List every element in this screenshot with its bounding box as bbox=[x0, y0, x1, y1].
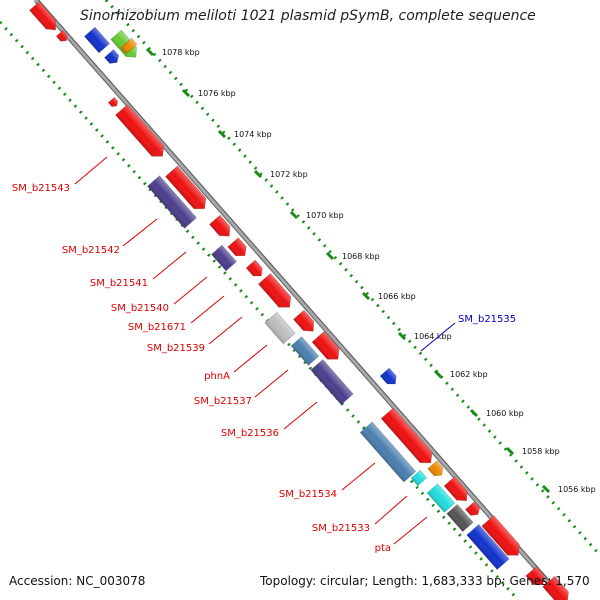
gene-arrow bbox=[542, 575, 569, 600]
gene-features bbox=[29, 1, 569, 600]
accession-text: Accession: NC_003078 bbox=[9, 574, 146, 588]
gene-arrow bbox=[55, 29, 68, 42]
kbp-tick-label: 1078 kbp bbox=[162, 48, 200, 57]
scale-tick bbox=[181, 88, 191, 98]
scale-tick bbox=[505, 446, 515, 456]
gene-arrow bbox=[443, 476, 468, 502]
leader-line bbox=[190, 295, 225, 324]
gene-arrow bbox=[264, 311, 296, 345]
gene-label[interactable]: SM_b21542 bbox=[62, 245, 120, 256]
gene-arrow bbox=[379, 367, 397, 385]
topology-text: Topology: circular; Length: 1,683,333 bp… bbox=[260, 574, 590, 588]
scale-tick bbox=[253, 169, 263, 179]
gene-arrow bbox=[410, 469, 428, 487]
scale-tick bbox=[145, 47, 155, 57]
gene-label[interactable]: SM_b21533 bbox=[312, 523, 370, 534]
gene-arrow bbox=[446, 503, 474, 533]
kbp-tick-label: 1066 kbp bbox=[378, 292, 416, 301]
leader-line bbox=[393, 516, 428, 545]
leader-line bbox=[341, 462, 376, 491]
leader-line bbox=[74, 156, 108, 185]
leader-line bbox=[374, 495, 408, 525]
gene-label[interactable]: SM_b21543 bbox=[12, 183, 70, 194]
kbp-tick-label: 1072 kbp bbox=[270, 170, 308, 179]
leader-line bbox=[152, 251, 187, 280]
gene-arrow bbox=[427, 460, 444, 477]
gene-label[interactable]: SM_b21539 bbox=[147, 343, 205, 354]
scale-ticks bbox=[145, 47, 551, 494]
gene-arrow bbox=[380, 407, 433, 464]
faded-tick-label: 1080 kbp bbox=[122, 7, 160, 16]
kbp-tick-label: 1062 kbp bbox=[450, 370, 488, 379]
leader-line bbox=[208, 316, 243, 345]
gene-arrow bbox=[84, 26, 110, 54]
gene-arrow bbox=[525, 566, 545, 586]
scale-tick-labels: 1078 kbp 1076 kbp 1074 kbp 1072 kbp 1070 kbp… bbox=[162, 48, 596, 494]
gene-arrow bbox=[115, 104, 165, 157]
scale-tick bbox=[433, 369, 443, 379]
gene-arrow bbox=[293, 309, 315, 332]
gene-arrow bbox=[211, 244, 237, 272]
kbp-tick-label: 1056 kbp bbox=[558, 485, 596, 494]
gene-arrow bbox=[120, 37, 138, 55]
kbp-tick-label: 1076 kbp bbox=[198, 89, 236, 98]
gene-arrow bbox=[29, 1, 57, 31]
inner-scale-line bbox=[0, 20, 520, 600]
scale-tick bbox=[397, 331, 407, 341]
scale-tick bbox=[361, 291, 371, 301]
gene-arrow bbox=[426, 483, 456, 513]
gene-arrow bbox=[481, 515, 520, 556]
kbp-tick-label: 1068 kbp bbox=[342, 252, 380, 261]
gene-label[interactable]: SM_b21534 bbox=[279, 489, 337, 500]
gene-arrow bbox=[359, 421, 417, 483]
scale-tick bbox=[325, 251, 335, 261]
gene-arrow bbox=[107, 96, 119, 107]
gene-arrow bbox=[147, 175, 197, 229]
gene-label[interactable]: SM_b21540 bbox=[111, 303, 169, 314]
gene-label[interactable]: phnA bbox=[204, 371, 230, 382]
kbp-tick-label: 1074 kbp bbox=[234, 130, 272, 139]
gene-arrow bbox=[290, 336, 320, 366]
leader-line bbox=[283, 401, 318, 430]
gene-arrow bbox=[165, 165, 207, 210]
gene-label[interactable]: pta bbox=[375, 543, 391, 554]
scale-tick bbox=[469, 408, 479, 418]
leader-line bbox=[254, 369, 289, 398]
gene-arrow bbox=[245, 259, 263, 277]
gene-arrow bbox=[310, 359, 354, 405]
leader-line bbox=[233, 344, 268, 373]
gene-arrow bbox=[465, 501, 481, 516]
gene-label[interactable]: SM_b21541 bbox=[90, 278, 148, 289]
gene-arrow bbox=[311, 331, 340, 360]
gene-label[interactable]: SM_b21537 bbox=[194, 396, 252, 407]
label-leader-lines bbox=[74, 156, 456, 545]
kbp-tick-label: 1060 kbp bbox=[486, 409, 524, 418]
gene-arrow bbox=[227, 237, 247, 257]
gene-label[interactable]: SM_b21535 bbox=[458, 314, 516, 325]
gene-arrow bbox=[466, 524, 510, 570]
kbp-tick-label: 1058 kbp bbox=[522, 447, 560, 456]
gene-label[interactable]: SM_b21536 bbox=[221, 428, 279, 439]
gene-labels: SM_b21543SM_b21542SM_b21541SM_b21540SM_b… bbox=[12, 183, 516, 554]
leader-line bbox=[420, 322, 456, 352]
outer-scale-line bbox=[104, 0, 600, 554]
scale-tick bbox=[217, 129, 227, 139]
scale-tick bbox=[289, 210, 299, 220]
leader-line bbox=[173, 276, 208, 305]
leader-line bbox=[122, 218, 158, 247]
kbp-tick-label: 1070 kbp bbox=[306, 211, 344, 220]
map-title: Sinorhizobium meliloti 1021 plasmid pSym… bbox=[80, 8, 536, 24]
scale-tick bbox=[541, 484, 551, 494]
gene-arrow bbox=[104, 49, 120, 64]
gene-arrow bbox=[209, 214, 231, 237]
backbone bbox=[33, 0, 565, 600]
kbp-tick-label: 1064 kbp bbox=[414, 332, 452, 341]
gene-arrow bbox=[258, 273, 292, 308]
gene-label[interactable]: SM_b21671 bbox=[128, 322, 186, 333]
